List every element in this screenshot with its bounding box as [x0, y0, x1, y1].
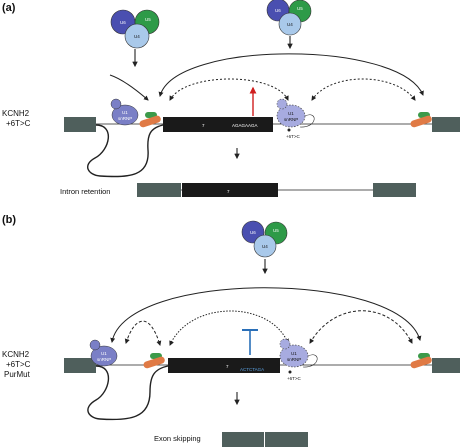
arrow-to-u1	[109, 74, 149, 101]
solid-arc-b	[110, 287, 422, 343]
panel-b-side-label-3: PurMut	[4, 370, 31, 379]
u4-label-left: U4	[134, 34, 140, 39]
result-exon-upstream-a	[137, 183, 181, 197]
u1-snrnp-upstream-b: U1 snRNP	[89, 339, 118, 367]
mutation-dot-a	[287, 128, 291, 132]
result-exon-downstream-a	[373, 183, 416, 197]
u4-snrnp-left	[124, 23, 150, 49]
result-label-a: Intron retention	[60, 187, 110, 196]
u1-snrnp-mutant-b: U1 snRNP +6T>C	[279, 338, 318, 381]
exon-7-b	[168, 358, 280, 373]
tri-snrnp-cluster-left: U6 U5 U4	[110, 9, 160, 49]
u4-snrnp-right	[278, 12, 302, 36]
exon-sequence-a: AGAGAAGA	[232, 123, 258, 128]
svg-text:U6: U6	[250, 230, 256, 235]
intron-loop-b	[87, 365, 169, 421]
u1-snrnp-upstream-a: U1 snRNP	[110, 98, 139, 126]
u6-label-right: U6	[275, 8, 281, 13]
u1-snrnp-mutant-a: U1 snRNP +6T>C	[276, 98, 315, 139]
downstream-exon-b	[432, 358, 460, 373]
u5-label-left: U5	[145, 17, 151, 22]
svg-text:U1: U1	[291, 351, 297, 356]
dotted-arc-b-middle	[169, 310, 289, 346]
result-exon-downstream-b	[265, 432, 308, 447]
u5-label-right: U5	[297, 6, 303, 11]
u2af-downstream-a	[410, 112, 432, 128]
exon-7-label-b: 7	[226, 364, 229, 369]
svg-text:U5: U5	[273, 228, 279, 233]
u4-snrnp-b	[253, 234, 277, 258]
exon-7-label-a: 7	[202, 123, 205, 128]
mutation-label-a: +6T>C	[286, 134, 301, 139]
exon-sequence-b: ACTCTAGA	[240, 367, 264, 372]
dotted-arc-a-right	[311, 78, 416, 101]
svg-text:U4: U4	[262, 244, 268, 249]
panel-a-side-label-1: KCNH2	[2, 109, 30, 118]
mutation-label-b: +6T>C	[287, 376, 302, 381]
tri-snrnp-cluster-right: U6 U5 U4	[266, 0, 312, 36]
u2af-downstream-b	[410, 353, 432, 369]
svg-text:U1: U1	[101, 351, 107, 356]
svg-text:U1: U1	[288, 111, 294, 116]
svg-text:snRNP: snRNP	[287, 357, 301, 362]
solid-arc-a	[158, 53, 424, 97]
downstream-exon-a	[432, 117, 460, 132]
panel-b-tag: (b)	[2, 214, 16, 226]
panel-b-side-label-1: KCNH2	[2, 350, 30, 359]
panel-a: (a) U6 U5 U4 U6 U5 U4 K	[2, 0, 460, 197]
u6-label-left: U6	[120, 20, 126, 25]
svg-text:snRNP: snRNP	[118, 116, 132, 121]
svg-text:U1: U1	[122, 110, 128, 115]
dashed-arc-b-left	[124, 320, 162, 346]
result-label-b: Exon skipping	[154, 434, 201, 443]
svg-text:snRNP: snRNP	[97, 357, 111, 362]
u2af-upstream-a	[139, 112, 161, 128]
result-exon-7-label-a: 7	[227, 189, 230, 194]
intron-loop-a	[87, 124, 164, 178]
exon-7-a	[163, 117, 273, 132]
panel-b-side-label-2: +6T>C	[6, 360, 31, 369]
mutation-dot-b	[288, 370, 292, 374]
u4-label-right: U4	[287, 22, 293, 27]
upstream-exon-a	[64, 117, 96, 132]
dotted-arc-a-left	[169, 78, 289, 101]
result-exon-upstream-b	[222, 432, 264, 447]
svg-text:snRNP: snRNP	[284, 117, 298, 122]
upstream-exon-b	[64, 358, 96, 373]
tri-snrnp-cluster-b: U6 U5 U4	[241, 220, 288, 258]
panel-a-side-label-2: +6T>C	[6, 119, 31, 128]
panel-a-tag: (a)	[2, 2, 16, 14]
panel-b: (b) U6 U5 U4 KCNH2 +6T>C PurMut 7 ACTCTA…	[2, 214, 460, 447]
dashed-arc-b-right	[309, 310, 413, 344]
result-exon-7-a	[182, 183, 278, 197]
u2af-upstream-b	[143, 353, 165, 369]
